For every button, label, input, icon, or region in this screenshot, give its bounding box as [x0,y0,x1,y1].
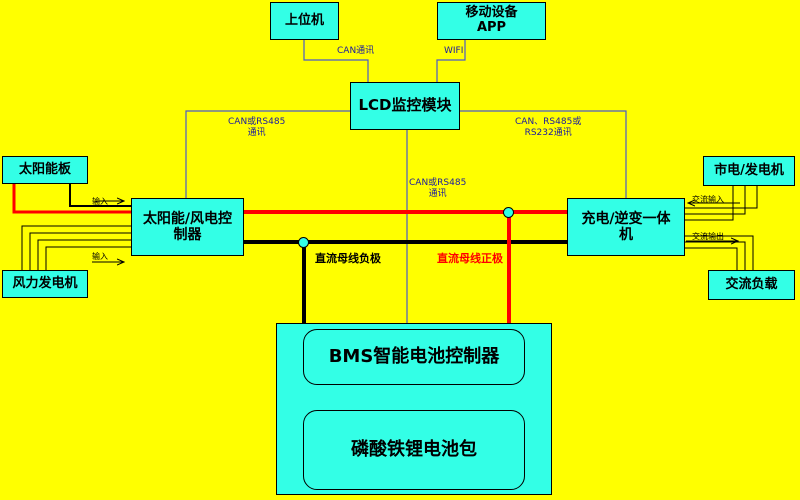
inverter-comm-label-line1: CAN、RS485或 [515,117,582,127]
grid-generator-box[interactable]: 市电/发电机 [703,156,795,186]
inverter-comm-label: CAN、RS485或 RS232通讯 [515,117,581,139]
lcd-monitor-box[interactable]: LCD监控模块 [350,82,460,130]
bms-comm-label-line2: 通讯 [428,189,447,199]
bms-label: BMS智能电池控制器 [328,345,500,367]
solar-panel-label: 太阳能板 [18,161,71,177]
host-pc-label: 上位机 [284,12,324,28]
inverter-comm-label-line2: RS232通讯 [524,128,572,138]
bms-comm-label: CAN或RS485 通讯 [409,178,466,200]
solar-panel-box[interactable]: 太阳能板 [2,156,88,184]
dc-bus-negative-label: 直流母线负极 [315,252,381,265]
comm-line-host-lcd [303,40,369,82]
mobile-app-label-line1: 移动设备 [465,5,518,21]
wind-generator-box[interactable]: 风力发电机 [2,270,88,298]
inverter-label-line1: 充电/逆变一体 [581,210,671,227]
grid-generator-label: 市电/发电机 [714,162,784,178]
solar-wind-controller-box[interactable]: 太阳能/风电控 制器 [131,198,244,256]
bms-comm-label-line1: CAN或RS485 [409,178,467,188]
wind-input-label: 输入 [92,252,108,261]
positive-bus-junction [503,207,514,218]
inverter-label-line2: 机 [619,227,633,243]
wind-input-lines [21,225,131,270]
solar-input-label: 输入 [92,197,108,206]
battery-pack-box[interactable]: 磷酸铁锂电池包 [303,410,525,490]
comm-line-lcd-controller [185,110,350,198]
solar-input-lines [12,184,131,214]
ac-input-label: 交流输入 [692,195,724,204]
mobile-app-label-line2: APP [476,20,507,35]
app-link-label: WIFI [444,46,464,56]
dc-bus-positive-label: 直流母线正极 [437,252,503,265]
wind-generator-label: 风力发电机 [12,275,78,291]
bms-box[interactable]: BMS智能电池控制器 [303,329,525,385]
controller-label-line2: 制器 [173,227,202,243]
host-link-label: CAN通讯 [337,46,375,56]
ac-load-box[interactable]: 交流负载 [708,270,795,300]
mobile-app-box[interactable]: 移动设备 APP [437,2,546,40]
ac-load-label: 交流负载 [725,276,778,292]
negative-bus-junction [298,237,309,248]
controller-comm-label-line1: CAN或RS485 [228,117,286,127]
lcd-monitor-label: LCD监控模块 [358,96,452,115]
host-pc-box[interactable]: 上位机 [270,2,339,40]
comm-line-app-lcd [436,40,466,82]
ac-lines [685,186,758,270]
comm-line-lcd-inverter [460,110,627,198]
controller-comm-label-line2: 通讯 [247,128,266,138]
inverter-charger-box[interactable]: 充电/逆变一体 机 [567,198,685,256]
controller-label-line1: 太阳能/风电控 [142,210,233,227]
controller-comm-label: CAN或RS485 通讯 [228,117,285,139]
battery-pack-label: 磷酸铁锂电池包 [351,438,477,460]
ac-output-label: 交流输出 [692,232,724,241]
